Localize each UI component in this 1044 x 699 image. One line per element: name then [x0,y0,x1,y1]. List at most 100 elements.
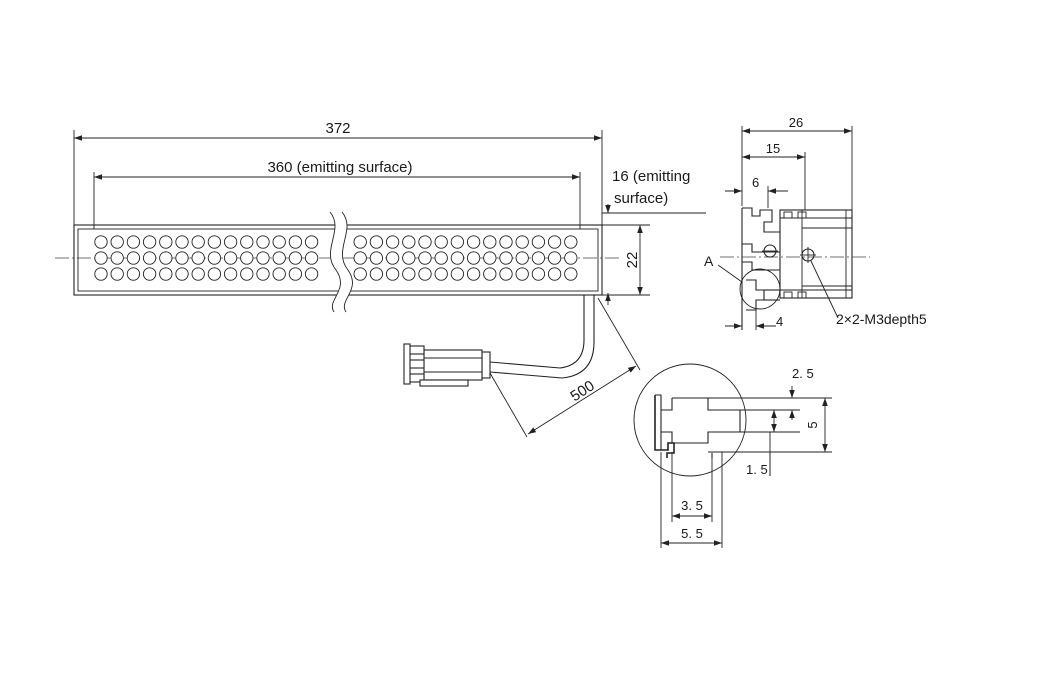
led-dot [434,235,448,249]
led-dot [191,235,205,249]
led-dot [240,235,254,249]
led-dot [142,235,157,249]
led-dot [175,235,189,249]
led-dot [434,251,448,265]
led-dot [126,251,141,265]
dim-offset-6: 6 [752,175,759,190]
led-dot [304,267,319,281]
side-view: A 26 15 6 4 2×2-M3depth5 [704,115,927,330]
led-dot [466,251,481,265]
hole-spec: 2×2-M3depth5 [836,311,927,327]
led-dot [499,251,513,265]
led-dot [418,235,432,249]
led-dot [110,267,124,281]
led-dot [94,251,108,265]
led-dot [142,251,157,265]
dim-detail-1-5: 1. 5 [746,462,768,477]
led-dot [159,251,173,265]
led-dot [240,267,254,281]
led-dot [450,235,465,249]
led-dot [207,267,222,281]
led-dot [402,251,416,265]
led-dot [369,235,384,249]
led-dot [385,251,400,265]
led-dot [483,235,497,249]
led-dot [466,267,481,281]
dim-detail-5: 5 [805,421,820,428]
dim-offset-4: 4 [776,314,783,329]
led-dot [499,235,513,249]
led-dot [564,267,578,281]
led-dot [515,267,529,281]
dim-detail-2-5: 2. 5 [792,366,814,381]
led-dot [191,267,205,281]
led-dot [110,235,124,249]
dim-width: 26 [789,115,803,130]
led-dot [272,251,286,265]
led-dot [402,267,416,281]
led-dot [256,267,270,281]
led-dot [483,267,497,281]
led-dot [402,235,416,249]
front-view: 372 360 (emitting surface) 16 (emitting … [55,120,706,438]
led-dot [223,267,238,281]
cable-connector [403,343,491,387]
dim-overall-length: 372 [325,120,350,137]
led-dot [353,251,367,265]
led-dot [175,251,189,265]
led-dot [418,267,432,281]
led-dot [175,267,189,281]
led-dot [547,235,562,249]
led-dot [304,251,319,265]
led-dot [126,235,141,249]
led-dot [94,235,108,249]
led-array [94,235,578,281]
led-dot [434,267,448,281]
dim-emitting-length: 360 (emitting surface) [267,159,412,176]
led-dot [288,267,303,281]
dim-detail-5-5: 5. 5 [681,526,703,541]
led-dot [159,267,173,281]
led-dot [499,267,513,281]
dim-cable-length: 500 [567,377,597,405]
led-dot [223,251,238,265]
led-dot [94,267,108,281]
led-dot [223,235,238,249]
led-dot [304,235,319,249]
dim-emitting-width-line1: 16 (emitting [612,168,690,185]
led-dot [272,267,286,281]
led-dot [531,235,546,249]
led-dot [207,251,222,265]
led-dot [288,251,303,265]
detail-label-a: A [704,253,714,269]
led-dot [240,251,254,265]
led-dot [466,235,481,249]
led-dot [418,251,432,265]
detail-view-a: 5 2. 5 1. 5 3. 5 5. 5 [633,363,832,548]
led-dot [564,235,578,249]
dim-offset-15: 15 [766,141,780,156]
dim-height: 22 [624,252,641,269]
led-dot [256,251,270,265]
break-mark [329,211,353,313]
led-dot [547,267,562,281]
led-dot [547,251,562,265]
led-dot [515,251,529,265]
led-dot [353,267,367,281]
led-dot [369,251,384,265]
led-dot [369,267,384,281]
led-dot [126,267,141,281]
led-dot [110,251,124,265]
led-dot [450,251,465,265]
led-dot [207,235,222,249]
led-dot [142,267,157,281]
led-dot [272,235,286,249]
led-dot [385,235,400,249]
led-dot [159,235,173,249]
led-dot [353,235,367,249]
led-dot [256,235,270,249]
led-dot [288,235,303,249]
led-dot [531,251,546,265]
led-dot [385,267,400,281]
